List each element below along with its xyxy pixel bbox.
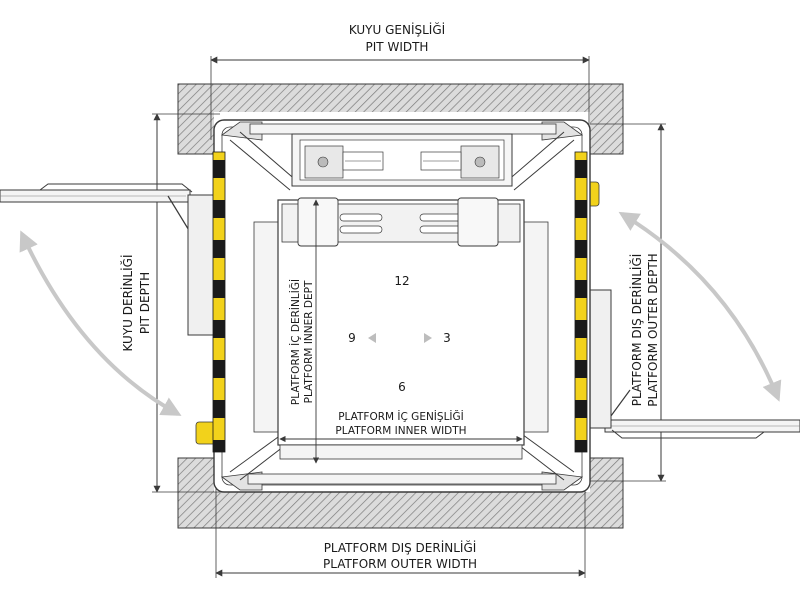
platform-inner-width-label-tr: PLATFORM İÇ GENİŞLİĞİ bbox=[338, 410, 464, 423]
platform-outer-width-label-en: PLATFORM OUTER WIDTH bbox=[323, 557, 477, 571]
door-swing-arrows bbox=[19, 211, 782, 416]
platform-inner-depth-dimension: PLATFORM İÇ DERİNLİĞİ PLATFORM INNER DEP… bbox=[289, 199, 320, 464]
platform-side-walls bbox=[253, 221, 549, 433]
platform-outer-width-label-tr: PLATFORM DIŞ DERİNLİĞİ bbox=[324, 540, 477, 555]
pit-depth-label-tr: KUYU DERİNLİĞİ bbox=[120, 255, 135, 352]
platform-inner-width-label-en: PLATFORM INNER WIDTH bbox=[335, 425, 466, 437]
left-triangle-icon bbox=[368, 333, 376, 343]
right-buffer bbox=[574, 151, 588, 453]
platform-outer-depth-label-tr: PLATFORM DIŞ DERİNLİĞİ bbox=[629, 254, 644, 407]
platform-outer-width-dimension: PLATFORM DIŞ DERİNLİĞİ PLATFORM OUTER WI… bbox=[215, 470, 586, 578]
pit-depth-label-en: PIT DEPTH bbox=[138, 272, 152, 334]
platform-inner-depth-label-en: PLATFORM INNER DEPT bbox=[303, 280, 315, 403]
platform-inner-width-dimension: PLATFORM İÇ GENİŞLİĞİ PLATFORM INNER WID… bbox=[279, 410, 523, 443]
orientation-6: 6 bbox=[398, 380, 406, 394]
pit-width-label-tr: KUYU GENİŞLİĞİ bbox=[349, 22, 445, 37]
orientation-3: 3 bbox=[443, 331, 451, 345]
right-swing-arrow-icon bbox=[618, 211, 782, 402]
left-door bbox=[0, 183, 219, 445]
pit-width-label-en: PIT WIDTH bbox=[366, 40, 429, 54]
orientation-12: 12 bbox=[394, 274, 409, 288]
right-triangle-icon bbox=[424, 333, 432, 343]
left-swing-arrow-icon bbox=[19, 230, 182, 416]
orientation-9: 9 bbox=[348, 331, 356, 345]
guide-rail-assembly bbox=[291, 133, 513, 187]
orientation-markers: 12 9 3 6 bbox=[348, 274, 451, 394]
platform-inner-depth-label-tr: PLATFORM İÇ DERİNLİĞİ bbox=[289, 279, 302, 405]
left-buffer bbox=[212, 151, 226, 453]
platform-outer-depth-label-en: PLATFORM OUTER DEPTH bbox=[646, 253, 660, 406]
side-buffers bbox=[212, 151, 588, 453]
right-door bbox=[584, 181, 800, 439]
